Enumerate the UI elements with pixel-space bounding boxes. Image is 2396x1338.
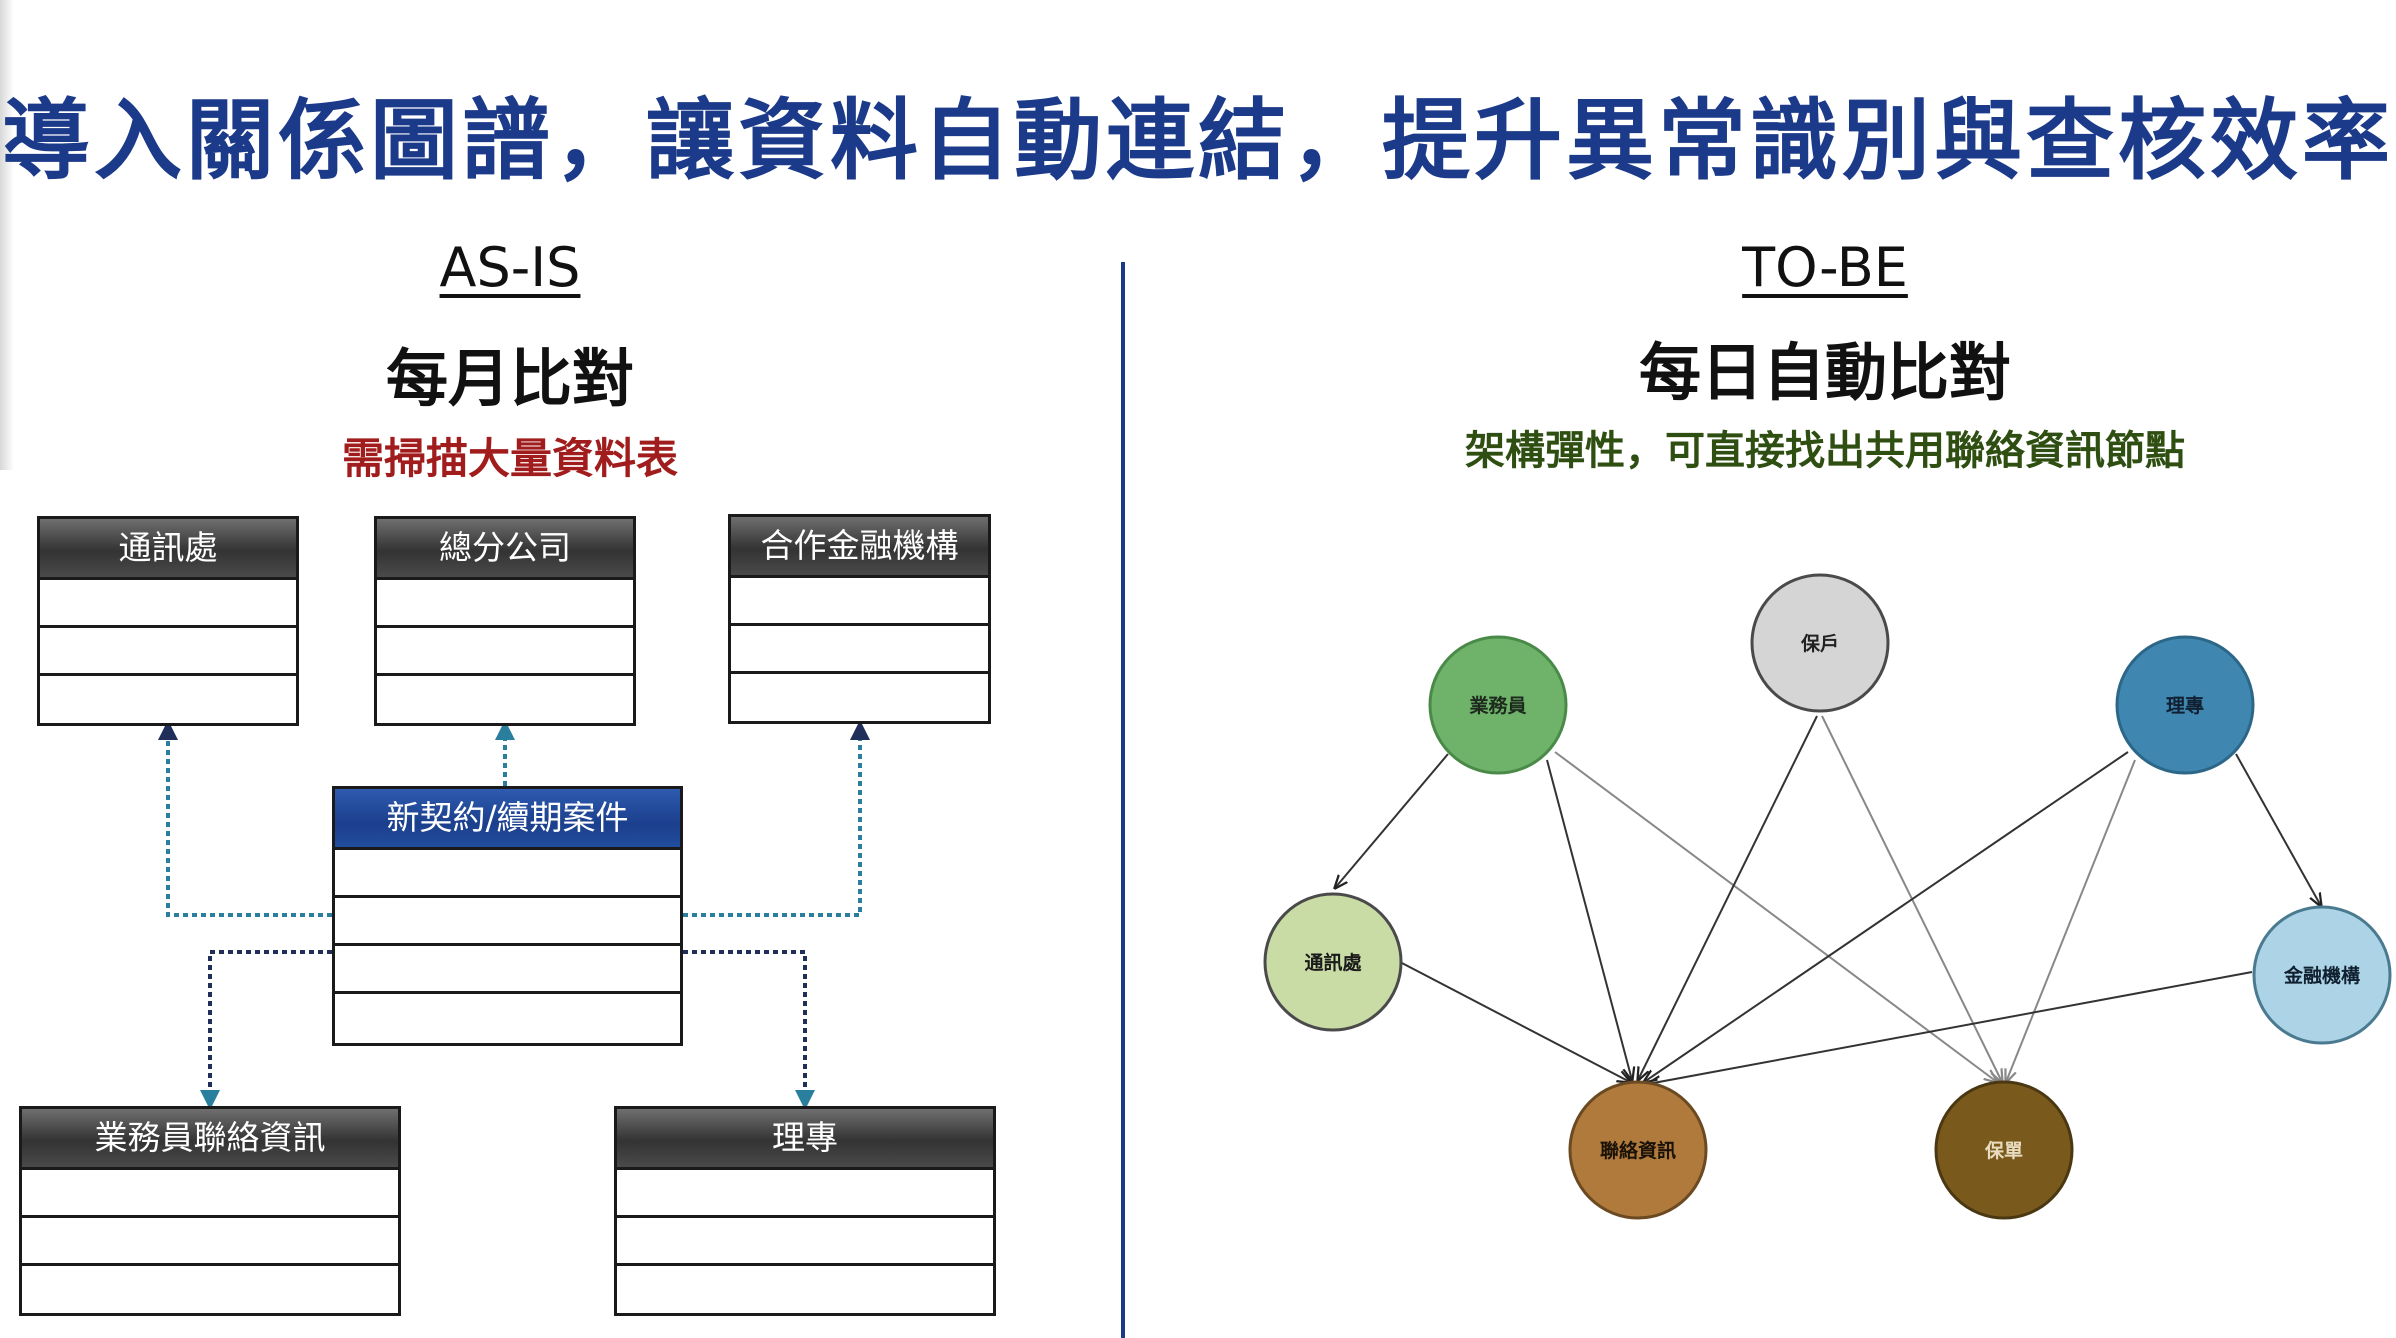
table-row xyxy=(335,850,680,898)
table-row xyxy=(40,580,296,628)
table-hezuo: 合作金融機構 xyxy=(728,514,991,724)
arrow-to-tongxunchu xyxy=(158,720,332,917)
to-be-subheading: 每日自動比對 xyxy=(1638,336,2011,409)
edge-baohu-lianluo xyxy=(1638,715,1818,1080)
as-is-heading: AS-IS xyxy=(439,236,581,299)
table-header: 通訊處 xyxy=(40,519,296,580)
table-row xyxy=(377,580,633,628)
table-header: 總分公司 xyxy=(377,519,633,580)
table-row xyxy=(377,628,633,676)
edge-yewuyuan-baodan xyxy=(1554,751,1997,1082)
node-baodan: 保單 xyxy=(1934,1080,2074,1220)
edge-yewuyuan-tongxunchu xyxy=(1335,753,1449,888)
edge-lizhuan-jinrong xyxy=(2235,753,2321,906)
node-label: 保單 xyxy=(1984,1139,2023,1162)
edge-lizhuan-lianluo xyxy=(1644,751,2129,1082)
node-lianluo: 聯絡資訊 xyxy=(1568,1080,1708,1220)
edge-yewuyuan-lianluo xyxy=(1546,759,1632,1080)
edge-tongxunchu-lianluo xyxy=(1399,961,1630,1082)
table-header: 理專 xyxy=(617,1109,993,1170)
as-is-subheading: 每月比對 xyxy=(385,342,634,415)
node-jinrong: 金融機構 xyxy=(2252,905,2392,1045)
table-header: 合作金融機構 xyxy=(731,517,988,578)
table-row xyxy=(335,898,680,946)
to-be-note: 架構彈性，可直接找出共用聯絡資訊節點 xyxy=(1465,428,2185,474)
as-is-note: 需掃描大量資料表 xyxy=(341,434,678,483)
table-yewu: 業務員聯絡資訊 xyxy=(19,1106,401,1316)
table-row xyxy=(731,578,988,626)
table-header: 業務員聯絡資訊 xyxy=(22,1109,398,1170)
arrow-to-yewu xyxy=(200,950,332,1110)
node-label: 金融機構 xyxy=(2283,964,2360,987)
table-row xyxy=(40,628,296,676)
section-divider xyxy=(1121,262,1125,1338)
table-row xyxy=(731,626,988,674)
edge-jinrong-lianluo xyxy=(1648,971,2253,1084)
node-baohu: 保戶 xyxy=(1750,573,1890,713)
table-row xyxy=(335,946,680,994)
node-label: 業務員 xyxy=(1468,694,1526,717)
arrow-to-lizhuan xyxy=(683,950,815,1110)
table-zongfen: 總分公司 xyxy=(374,516,636,726)
node-tongxunchu: 通訊處 xyxy=(1263,892,1403,1032)
to-be-heading: TO-BE xyxy=(1742,236,1908,299)
page-title: 導入關係圖譜，讓資料自動連結，提升異常識別與查核效率 xyxy=(1,89,2394,192)
node-yewuyuan: 業務員 xyxy=(1428,635,1568,775)
node-label: 理專 xyxy=(2166,694,2204,717)
table-row xyxy=(617,1218,993,1266)
edge-lizhuan-baodan xyxy=(2006,759,2136,1082)
left-edge-shade xyxy=(0,0,14,470)
table-row xyxy=(22,1218,398,1266)
table-lizhuan: 理專 xyxy=(614,1106,996,1316)
table-tongxunchu: 通訊處 xyxy=(37,516,299,726)
table-header: 新契約/續期案件 xyxy=(335,789,680,850)
node-lizhuan: 理專 xyxy=(2115,635,2255,775)
table-center-cases: 新契約/續期案件 xyxy=(332,786,683,1046)
table-row xyxy=(617,1170,993,1218)
arrow-to-hezuo xyxy=(683,720,870,917)
table-row xyxy=(22,1170,398,1218)
node-label: 通訊處 xyxy=(1304,951,1362,974)
node-label: 聯絡資訊 xyxy=(1600,1139,1676,1162)
node-label: 保戶 xyxy=(1800,632,1839,655)
